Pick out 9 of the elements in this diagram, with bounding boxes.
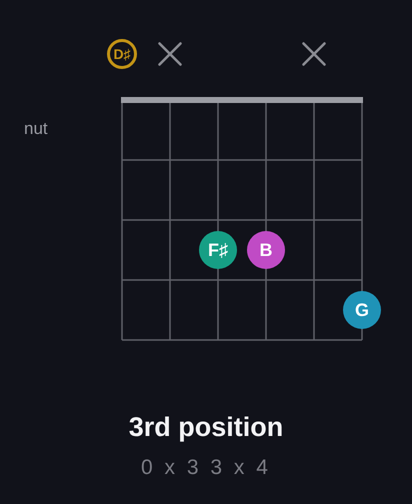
note-marker: G <box>343 291 381 329</box>
fingering-caption: 0 x 3 3 x 4 <box>140 456 272 480</box>
cross-icon <box>302 42 326 66</box>
cross-icon <box>158 42 182 66</box>
nut-label: nut <box>24 119 48 139</box>
chord-title: 3rd position <box>128 412 284 443</box>
note-marker: F♯ <box>199 231 237 269</box>
open-string-marker: D♯ <box>107 39 137 69</box>
note-marker: B <box>247 231 285 269</box>
